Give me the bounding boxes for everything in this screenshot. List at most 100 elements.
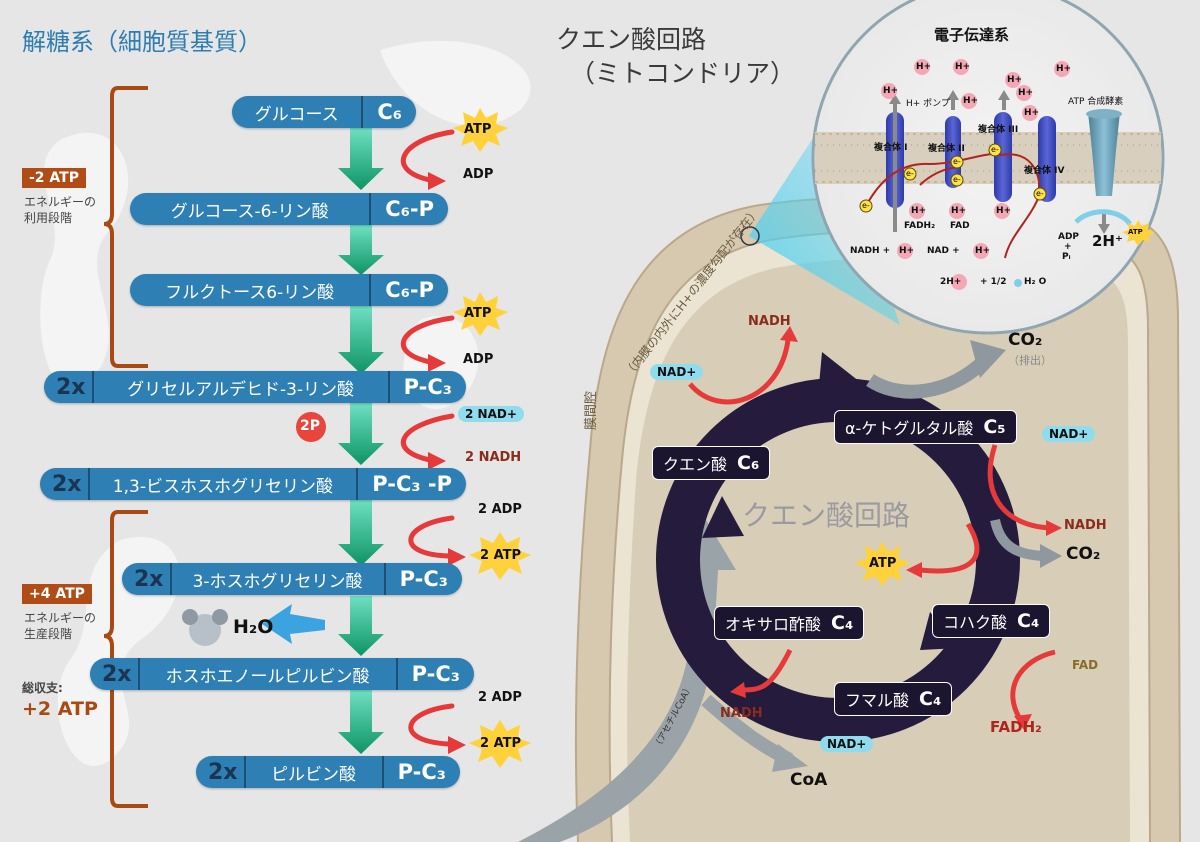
step-formula: P-C₃ -P: [372, 472, 452, 496]
step-name: グルコース-6-リン酸: [170, 201, 329, 222]
intermembrane-label: 膜間腔: [584, 390, 599, 430]
step-formula: C₆: [377, 100, 402, 124]
citric-cycle-ring: [656, 352, 1020, 742]
divider: [91, 371, 94, 403]
atp-label-4: 2 ATP: [480, 736, 522, 751]
atp-label-3: 2 ATP: [480, 548, 522, 563]
divider: [137, 658, 140, 690]
divider: [369, 274, 372, 306]
nad-top-label: NAD+: [650, 364, 704, 380]
atp-stars-glycolysis: [453, 108, 531, 768]
etc-water-label: H₂ O: [1024, 277, 1047, 287]
adp-label-4: 2 ADP: [478, 690, 522, 705]
etc-panel: [811, 0, 1165, 335]
adp-label-1: ADP: [463, 167, 494, 182]
divider: [383, 563, 386, 595]
water-label: H₂O: [233, 616, 274, 638]
hplus-label: H+: [916, 62, 932, 72]
cycle-reaction-arrowheads: [730, 326, 1062, 730]
adp-label-3: 2 ADP: [478, 502, 522, 517]
cycle-reaction-arrows: [688, 339, 1056, 724]
step-name: フルクトース6-リン酸: [165, 282, 335, 303]
hplus-label: H+: [1007, 75, 1023, 85]
complex-3-label: 複合体 III: [978, 125, 1019, 135]
compound-formula: C₄: [1017, 610, 1040, 632]
atp-label-1: ATP: [464, 122, 492, 137]
citric-title: クエン酸回路: [556, 25, 707, 54]
etc-oxygen-label: + 1/2: [980, 277, 1007, 287]
atp-label-2: ATP: [464, 306, 492, 321]
hplus-label: H+: [955, 62, 971, 72]
co2-top-note: （排出）: [1008, 354, 1052, 367]
divider: [395, 658, 398, 690]
etc-fad-label: FAD: [950, 221, 970, 231]
divider: [169, 563, 172, 595]
hplus-label: H+: [963, 96, 979, 106]
step-fructose-6-phosphate: フルクトース6-リン酸 C₆-P: [130, 274, 448, 306]
phase-brackets: [103, 86, 148, 808]
nad-right-label: NAD+: [1042, 426, 1096, 442]
etc-plus-label: +: [1064, 242, 1072, 252]
net-value: +2 ATP: [22, 698, 98, 720]
nadh-bottom-label: NADH: [720, 706, 763, 721]
nadh-right-label: NADH: [1064, 518, 1107, 533]
divider: [87, 468, 90, 500]
etc-adp-label: ADP: [1058, 232, 1080, 242]
glycolysis-arrows: [338, 128, 384, 754]
hplus-label: H+: [911, 206, 927, 216]
water-arrow: [262, 604, 325, 644]
electron-label: e-: [1036, 189, 1044, 198]
divider: [361, 96, 364, 128]
compound-formula: C₆: [737, 452, 760, 474]
divider: [387, 371, 390, 403]
etc-atp-label: ATP: [1128, 228, 1143, 236]
compound-name: フマル酸: [845, 691, 910, 710]
etc-fadh2-label: FADH₂: [904, 221, 936, 231]
cycle-center-label: クエン酸回路: [742, 499, 911, 532]
nad-label: 2 NAD+: [458, 406, 524, 422]
step-multiplier: 2x: [52, 471, 82, 497]
etc-nad-label: NAD +: [927, 246, 960, 256]
phosphate-circle: [296, 412, 326, 442]
compound-formula: C₄: [919, 688, 942, 710]
payoff-badge: +4 ATP: [22, 584, 92, 604]
hplus-label: H+: [899, 246, 915, 256]
step-formula: P-C₃: [399, 567, 448, 591]
coa-label: CoA: [790, 770, 828, 790]
step-glyceraldehyde-3-phosphate: 2x グリセルアルデヒド-3-リン酸 P-C₃: [44, 371, 466, 403]
hplus-label: H+: [1018, 88, 1034, 98]
step-formula: C₆-P: [385, 197, 434, 221]
step-multiplier: 2x: [208, 759, 238, 785]
electron-label: e-: [953, 157, 961, 166]
etc-title: 電子伝達系: [934, 26, 1010, 44]
divider: [243, 756, 246, 788]
etc-2h-label: 2H+: [940, 277, 962, 287]
step-name: ホスホエノールピルビン酸: [165, 666, 370, 687]
acetyl-coa-arrow: [518, 520, 808, 842]
etc-2h-out-label: 2H⁺: [1092, 232, 1123, 250]
electron-label: e-: [953, 175, 961, 184]
fadh2-label: FADH₂: [990, 718, 1042, 736]
payoff-line2: 生産段階: [24, 627, 73, 641]
step-3-phosphoglycerate: 2x 3-ホスホグリセリン酸 P-C₃: [122, 563, 462, 595]
nadh-top-label: NADH: [748, 314, 791, 329]
co2-arrows: [866, 340, 1062, 568]
divider: [381, 756, 384, 788]
electron-label: e-: [862, 201, 870, 210]
etc-nadh-label: NADH +: [850, 246, 891, 256]
compound-succinate: コハク酸 C₄: [932, 604, 1051, 638]
compound-name: α-ケトグルタル酸: [845, 419, 974, 438]
hplus-label: H+: [1056, 64, 1072, 74]
compound-fumarate: フマル酸 C₄: [834, 682, 953, 716]
step-formula: P-C₃: [411, 662, 460, 686]
compound-formula: C₄: [831, 612, 854, 634]
co2-right-label: CO₂: [1066, 544, 1101, 564]
compound-alpha-ketoglutarate: α-ケトグルタル酸 C₅: [834, 410, 1017, 444]
step-name: グリセルアルデヒド-3-リン酸: [127, 379, 355, 400]
glycolysis-reaction-arrows: [400, 129, 455, 747]
compound-formula: C₅: [983, 416, 1006, 438]
complex-4-label: 複合体 IV: [1024, 166, 1065, 176]
zoom-origin-circle: [740, 226, 760, 246]
step-name: 3-ホスホグリセリン酸: [192, 571, 363, 592]
